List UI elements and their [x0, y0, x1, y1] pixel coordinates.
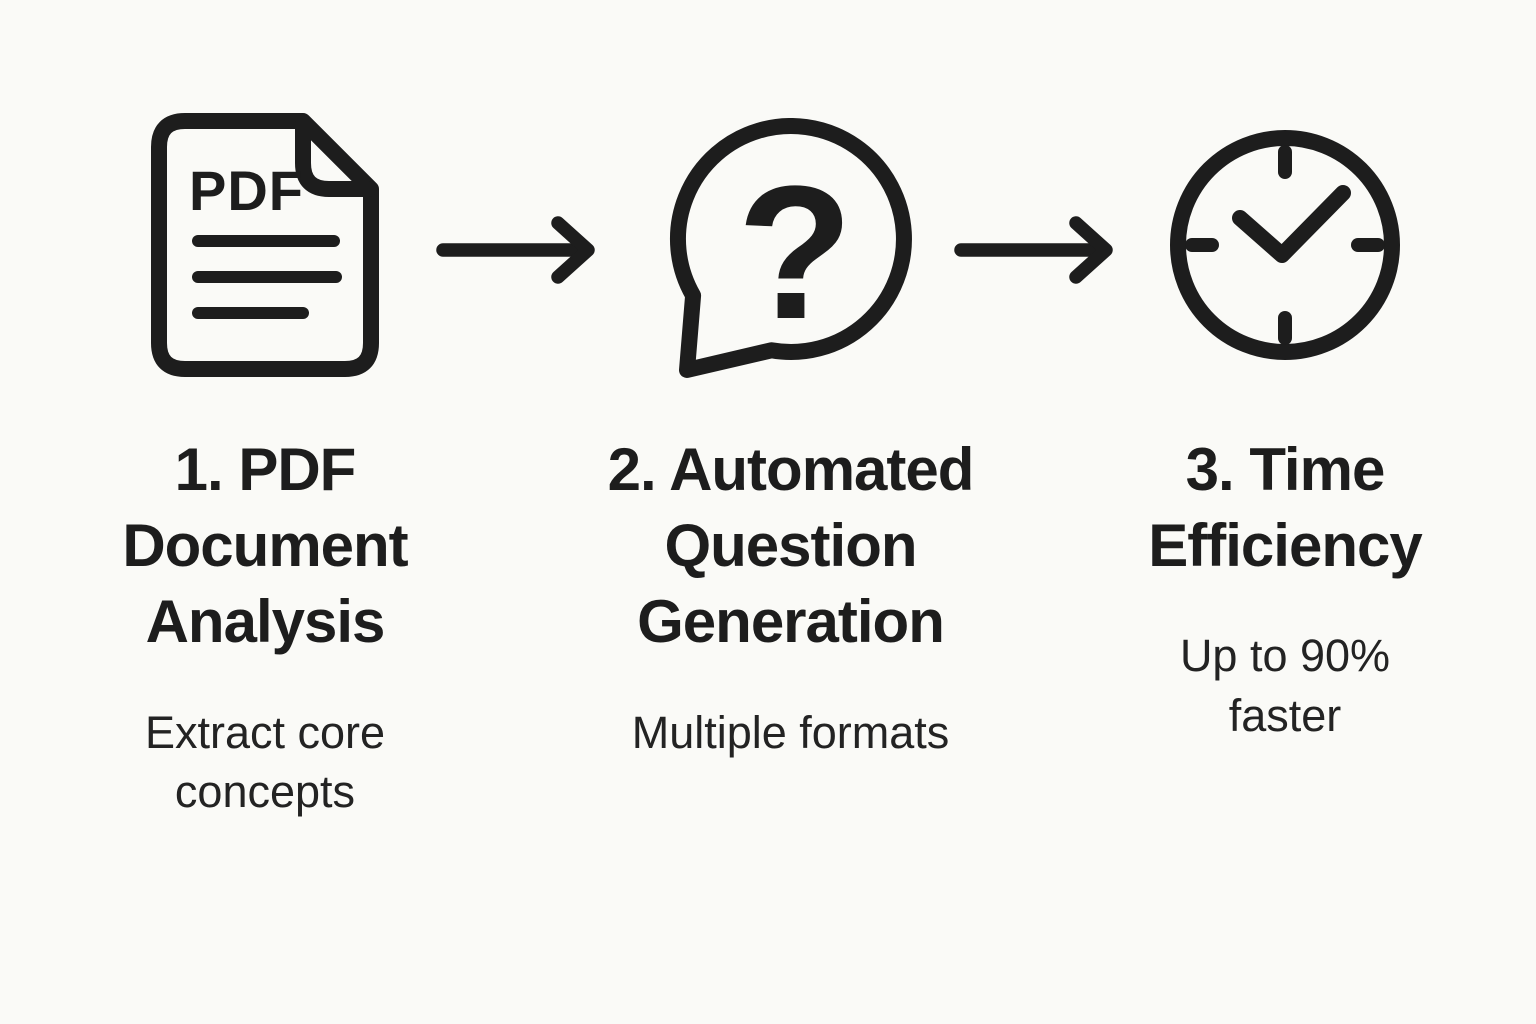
step-2-icon-box: ?: [667, 110, 915, 390]
arrow-right-icon: [436, 214, 596, 286]
clock-icon: [1170, 130, 1400, 360]
step-2-title: 2. Automated Question Generation: [607, 436, 975, 656]
step-3-subtitle: Up to 90% faster: [1179, 630, 1391, 742]
step-3-title: 3. Time Efficiency: [1148, 436, 1422, 580]
step-1-subtitle: Extract core concepts: [144, 706, 386, 818]
step-3-icon-box: [1162, 110, 1408, 390]
step-pdf-document-analysis: PDF 1. PDF Document Analysis Extract cor…: [55, 110, 475, 822]
pdf-document-icon: PDF: [151, 113, 379, 377]
pdf-icon-label: PDF: [189, 159, 304, 222]
question-mark-glyph: ?: [736, 147, 852, 359]
step-1-icon-box: PDF: [151, 110, 379, 390]
step-1-title: 1. PDF Document Analysis: [122, 436, 408, 656]
question-bubble-icon: ?: [669, 118, 912, 378]
step-time-efficiency: 3. Time Efficiency Up to 90% faster: [1070, 110, 1500, 746]
arrow-right-icon: [954, 214, 1114, 286]
step-automated-question-generation: ? 2. Automated Question Generation Multi…: [563, 110, 1018, 762]
step-2-subtitle: Multiple formats: [631, 706, 950, 758]
